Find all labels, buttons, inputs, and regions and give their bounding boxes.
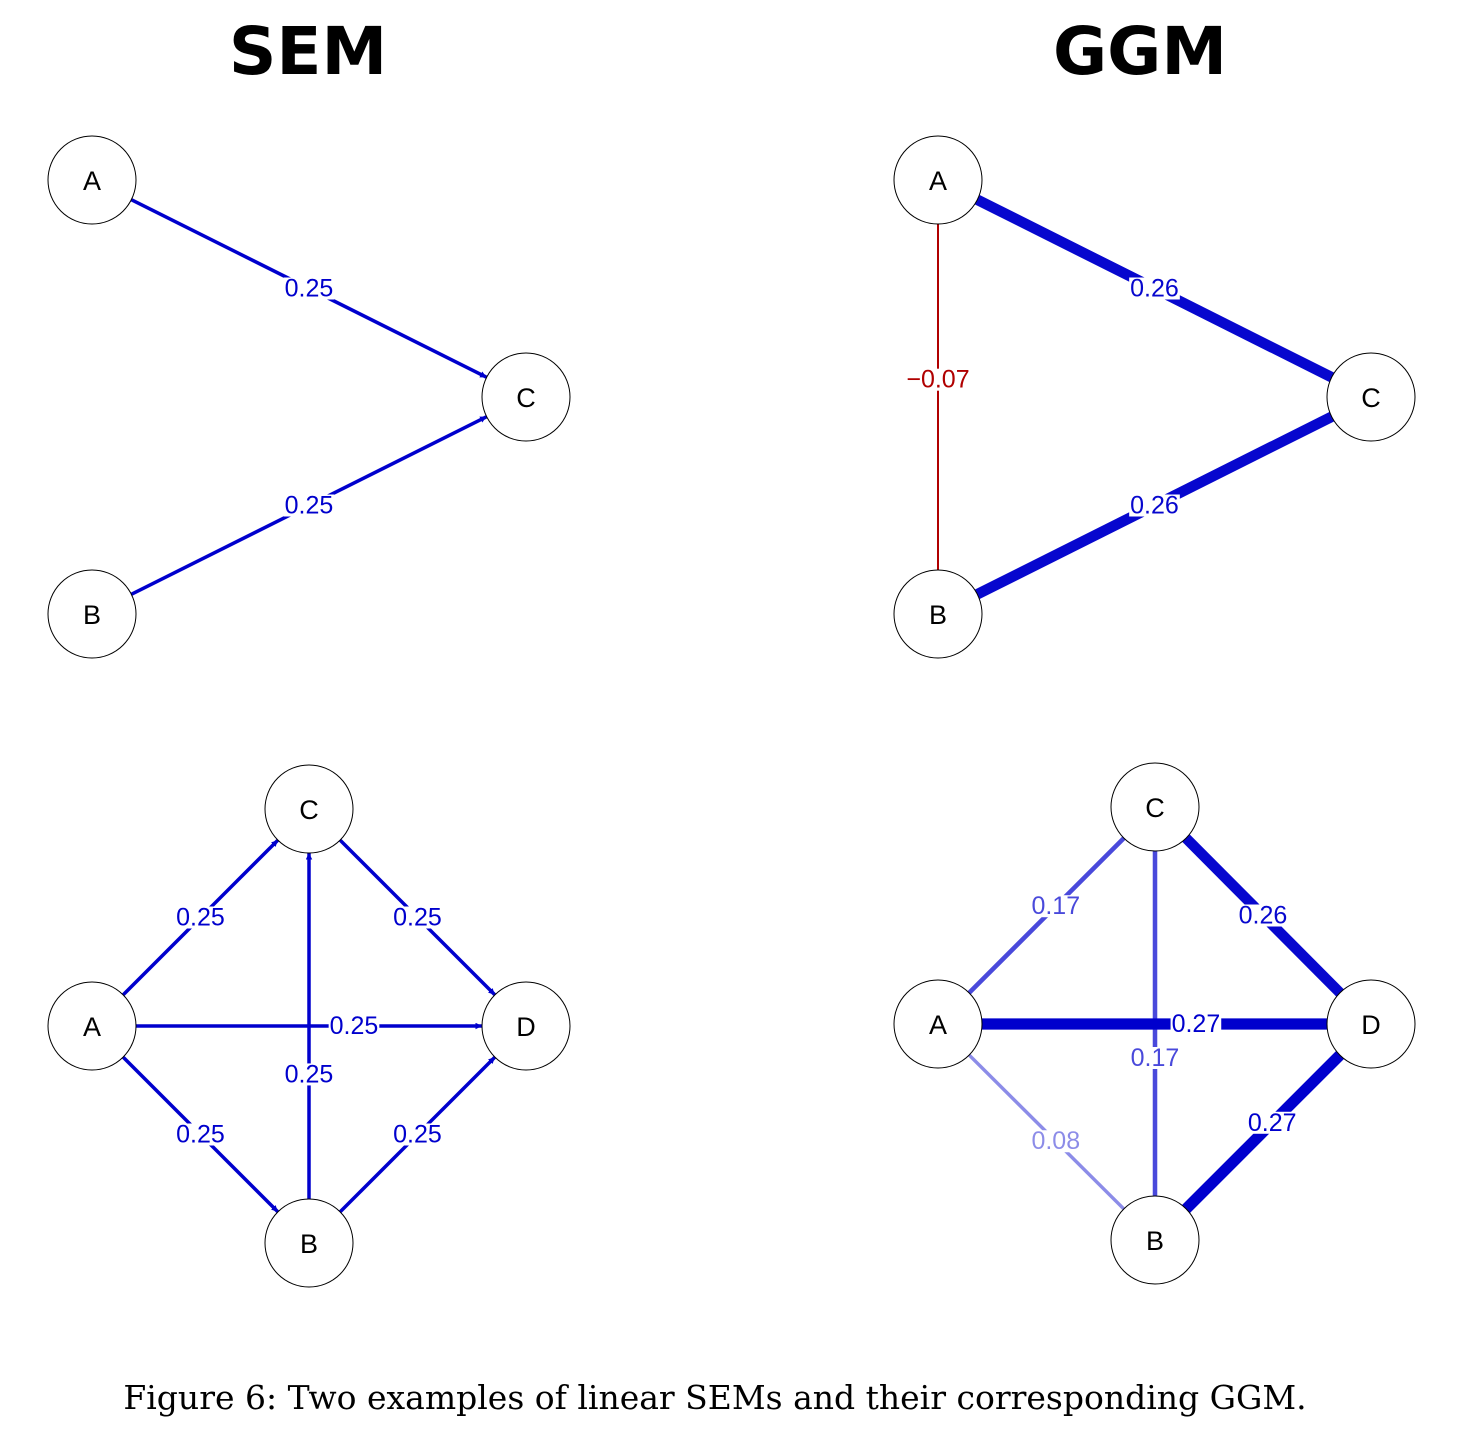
sem2-edge-A-D-label-bg bbox=[328, 1015, 380, 1037]
sem2-edge-A-D-label: 0.25 bbox=[330, 1012, 379, 1040]
sem2-node-C-label: C bbox=[299, 795, 319, 825]
ggm1-edge-B-C-label-bg bbox=[1129, 494, 1180, 517]
sem1-node-C bbox=[481, 352, 571, 442]
ggm2-node-B bbox=[1110, 1195, 1200, 1285]
ggm2-edge-A-C-label-bg bbox=[1030, 895, 1082, 918]
sem2-edge-A-C-label-bg bbox=[175, 906, 226, 929]
sem2-node-B bbox=[264, 1198, 354, 1288]
ggm2-node-A bbox=[893, 979, 983, 1069]
sem2-edge-B-D-label-bg bbox=[392, 1123, 443, 1146]
sem2-node-B-label: B bbox=[300, 1229, 318, 1259]
sem2-node-A-label: A bbox=[83, 1012, 101, 1042]
figure-caption: Figure 6: Two examples of linear SEMs an… bbox=[123, 1378, 1306, 1417]
sem1-edge-labels: 0.25 0.25 bbox=[283, 275, 335, 520]
ggm2-edge-A-B-label: 0.08 bbox=[1031, 1127, 1080, 1155]
ggm2-edge-C-D-label: 0.26 bbox=[1239, 902, 1288, 930]
ggm1-edge-A-B-label: −0.07 bbox=[906, 366, 969, 394]
ggm1-node-C bbox=[1326, 352, 1416, 442]
sem2-edge-B-D-label: 0.25 bbox=[393, 1121, 442, 1149]
ggm1-node-A bbox=[893, 135, 983, 225]
ggm1-edge-A-B-label-bg bbox=[905, 368, 971, 391]
ggm1-node-B-label: B bbox=[929, 600, 947, 630]
ggm1-edges bbox=[937, 194, 1335, 600]
ggm2-node-A-label: A bbox=[929, 1010, 947, 1040]
sem-column-title: SEM bbox=[229, 13, 387, 90]
sem2-edge-A-B-label: 0.25 bbox=[176, 1121, 225, 1149]
ggm1-node-A-label: A bbox=[929, 166, 947, 196]
ggm2-edge-A-C-label: 0.17 bbox=[1031, 892, 1080, 920]
sem2-edge-B-C-label: 0.25 bbox=[285, 1060, 334, 1088]
ggm1-edge-A-C-label: 0.26 bbox=[1130, 275, 1179, 303]
sem2-edge-C-D-label-bg bbox=[392, 906, 443, 929]
ggm1-node-B bbox=[893, 569, 983, 659]
ggm2-node-D bbox=[1326, 979, 1416, 1069]
ggm2-edge-A-D-label: 0.27 bbox=[1172, 1010, 1221, 1038]
sem1-node-A bbox=[47, 135, 137, 225]
ggm2-node-C bbox=[1110, 762, 1200, 852]
ggm2-node-C-label: C bbox=[1145, 793, 1165, 823]
ggm-graph-1: 0.26 0.26 −0.07 A B C bbox=[893, 135, 1416, 659]
sem1-edge-A-C-label-bg bbox=[283, 277, 335, 300]
sem2-edge-A-B-label-bg bbox=[175, 1123, 226, 1146]
ggm1-edge-B-C-label: 0.26 bbox=[1130, 492, 1179, 520]
sem2-edge-labels: 0.25 0.25 0.25 0.25 0.25 0.25 bbox=[175, 904, 443, 1149]
ggm2-edge-labels: 0.17 0.26 0.17 0.27 0.08 0.27 bbox=[1030, 892, 1298, 1155]
ggm2-edge-B-D-label-bg bbox=[1246, 1111, 1298, 1134]
sem1-node-B-label: B bbox=[83, 600, 101, 630]
sem1-node-C-label: C bbox=[516, 383, 536, 413]
ggm2-edge-A-D-label-bg bbox=[1170, 1013, 1222, 1035]
ggm-column-title: GGM bbox=[1053, 13, 1227, 90]
sem2-node-C bbox=[264, 764, 354, 854]
sem2-node-A bbox=[47, 981, 137, 1071]
sem2-node-D-label: D bbox=[516, 1012, 536, 1042]
sem1-node-A-label: A bbox=[83, 166, 101, 196]
sem-graph-1: 0.25 0.25 A B C bbox=[47, 135, 571, 659]
ggm2-nodes: A B C D bbox=[893, 762, 1416, 1285]
ggm-graph-2: 0.17 0.26 0.17 0.27 0.08 0.27 A B C D bbox=[893, 762, 1416, 1285]
ggm2-edge-C-D-label-bg bbox=[1237, 904, 1289, 927]
ggm1-node-C-label: C bbox=[1361, 383, 1381, 413]
ggm2-edge-B-C-label: 0.17 bbox=[1131, 1044, 1180, 1072]
sem2-edges bbox=[121, 838, 497, 1214]
ggm2-edges bbox=[967, 834, 1344, 1213]
sem1-edge-A-C-label: 0.25 bbox=[285, 275, 334, 303]
sem2-node-D bbox=[481, 981, 571, 1071]
ggm2-node-B-label: B bbox=[1146, 1226, 1164, 1256]
sem1-edge-B-C-label-bg bbox=[283, 494, 335, 517]
sem2-edge-A-C-label: 0.25 bbox=[176, 904, 225, 932]
ggm2-edge-A-B-label-bg bbox=[1030, 1130, 1082, 1153]
ggm2-edge-B-D-label: 0.27 bbox=[1248, 1109, 1297, 1137]
ggm2-node-D-label: D bbox=[1361, 1010, 1381, 1040]
ggm1-nodes: A B C bbox=[893, 135, 1416, 659]
sem1-nodes: A B C bbox=[47, 135, 571, 659]
sem2-edge-C-D-label: 0.25 bbox=[393, 904, 442, 932]
sem1-edges bbox=[130, 198, 488, 596]
ggm1-edge-A-C-label-bg bbox=[1129, 277, 1180, 300]
sem2-nodes: A B C D bbox=[47, 764, 571, 1288]
sem1-node-B bbox=[47, 569, 137, 659]
ggm1-edge-labels: 0.26 0.26 −0.07 bbox=[905, 275, 1180, 520]
sem2-edge-B-C-label-bg bbox=[283, 1063, 335, 1086]
sem1-edge-B-C-label: 0.25 bbox=[285, 492, 334, 520]
ggm2-edge-B-C-label-bg bbox=[1129, 1047, 1181, 1069]
